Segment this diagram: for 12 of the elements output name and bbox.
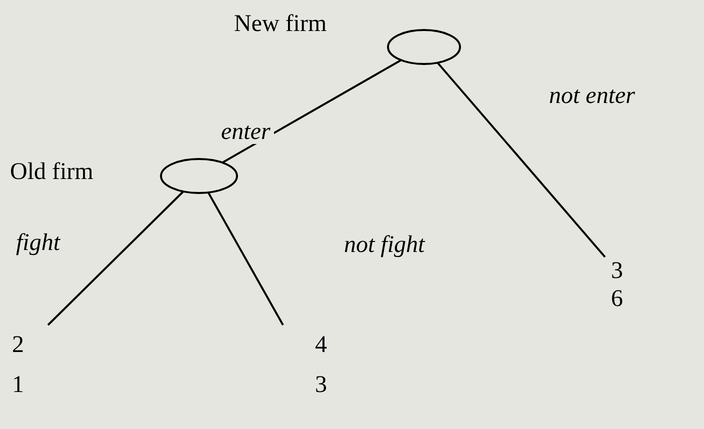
branch-line [222, 59, 402, 164]
payoff-value: 6 [611, 285, 623, 313]
branch-line [436, 62, 606, 258]
payoff-value: 3 [611, 257, 623, 285]
payoff-value: 2 [12, 331, 24, 360]
branch-line [207, 192, 284, 326]
payoff-value: 3 [315, 371, 327, 400]
payoff-value: 4 [315, 331, 327, 360]
player-label: Old firm [10, 160, 94, 184]
payoff-value: 1 [12, 371, 24, 400]
player-label: New firm [234, 12, 327, 36]
branch-line [47, 190, 184, 326]
